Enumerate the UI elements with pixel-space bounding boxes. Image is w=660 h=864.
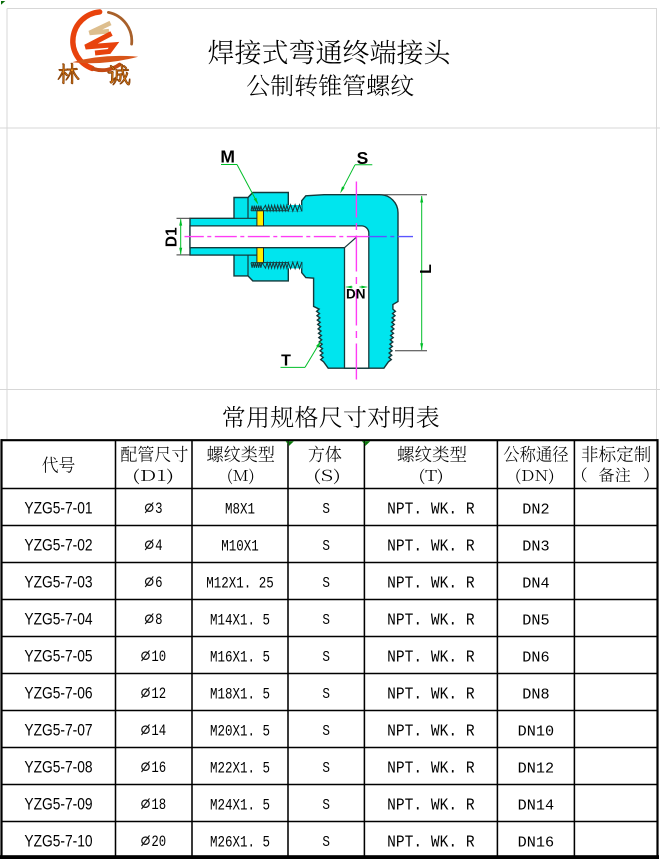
svg-text:S: S [322,686,330,703]
svg-text:S: S [322,760,330,777]
svg-text:YZG5-7-05: YZG5-7-05 [24,648,92,666]
svg-text:M14X1. 5: M14X1. 5 [210,612,270,630]
svg-text:DN10: DN10 [518,723,554,740]
svg-text:S: S [322,649,330,666]
svg-text:DN: DN [346,286,366,301]
svg-text:M12X1. 25: M12X1. 25 [206,575,274,593]
svg-text:DN14: DN14 [518,797,554,814]
svg-text:DN8: DN8 [522,686,549,703]
svg-text:DN3: DN3 [522,538,549,555]
svg-text:YZG5-7-08: YZG5-7-08 [24,759,92,777]
svg-text:M18X1. 5: M18X1. 5 [210,686,270,704]
svg-text:DN2: DN2 [522,501,549,518]
svg-text:10: 10 [151,648,166,666]
svg-text:YZG5-7-07: YZG5-7-07 [24,722,92,740]
svg-text:NPT. WK. R: NPT. WK. R [387,686,475,705]
svg-text:4: 4 [155,537,162,555]
svg-text:S: S [322,797,330,814]
svg-text:NPT. WK. R: NPT. WK. R [387,723,475,742]
svg-text:T: T [281,353,291,370]
svg-text:14: 14 [151,722,166,740]
svg-text:NPT. WK. R: NPT. WK. R [387,575,475,594]
svg-text:NPT. WK. R: NPT. WK. R [387,538,475,557]
svg-text:20: 20 [151,833,166,851]
svg-text:YZG5-7-09: YZG5-7-09 [24,796,92,814]
svg-text:S: S [322,538,330,555]
svg-text:M: M [220,147,235,167]
svg-text:NPT. WK. R: NPT. WK. R [387,760,475,779]
svg-text:YZG5-7-10: YZG5-7-10 [24,833,92,851]
svg-text:D1: D1 [164,227,181,247]
svg-text:M26X1. 5: M26X1. 5 [210,834,270,852]
svg-text:M8X1: M8X1 [225,501,255,519]
svg-text:NPT. WK. R: NPT. WK. R [387,649,475,668]
svg-text:M16X1. 5: M16X1. 5 [210,649,270,667]
svg-text:16: 16 [151,759,166,777]
svg-text:YZG5-7-06: YZG5-7-06 [24,685,92,703]
svg-text:DN6: DN6 [522,649,549,666]
svg-text:DN5: DN5 [522,612,549,629]
svg-text:M22X1. 5: M22X1. 5 [210,760,270,778]
svg-text:18: 18 [151,796,166,814]
svg-text:S: S [322,612,330,629]
svg-text:L: L [418,264,435,274]
svg-text:3: 3 [155,500,162,518]
svg-text:YZG5-7-03: YZG5-7-03 [24,574,92,592]
svg-text:S: S [322,723,330,740]
svg-text:NPT. WK. R: NPT. WK. R [387,834,475,853]
svg-text:S: S [357,148,369,168]
svg-text:NPT. WK. R: NPT. WK. R [387,612,475,631]
svg-text:NPT. WK. R: NPT. WK. R [387,797,475,816]
svg-text:NPT. WK. R: NPT. WK. R [387,501,475,520]
svg-text:S: S [322,501,330,518]
svg-text:M20X1. 5: M20X1. 5 [210,723,270,741]
svg-text:DN12: DN12 [518,760,554,777]
svg-text:M24X1. 5: M24X1. 5 [210,797,270,815]
svg-text:YZG5-7-04: YZG5-7-04 [24,611,92,629]
svg-text:S: S [322,834,330,851]
svg-text:DN4: DN4 [522,575,549,592]
svg-text:6: 6 [155,574,162,592]
svg-text:DN16: DN16 [518,834,554,851]
svg-text:S: S [322,575,330,592]
svg-text:YZG5-7-01: YZG5-7-01 [24,500,92,518]
svg-text:M10X1: M10X1 [221,538,259,556]
svg-text:12: 12 [151,685,166,703]
svg-text:8: 8 [155,611,162,629]
svg-text:YZG5-7-02: YZG5-7-02 [24,537,92,555]
